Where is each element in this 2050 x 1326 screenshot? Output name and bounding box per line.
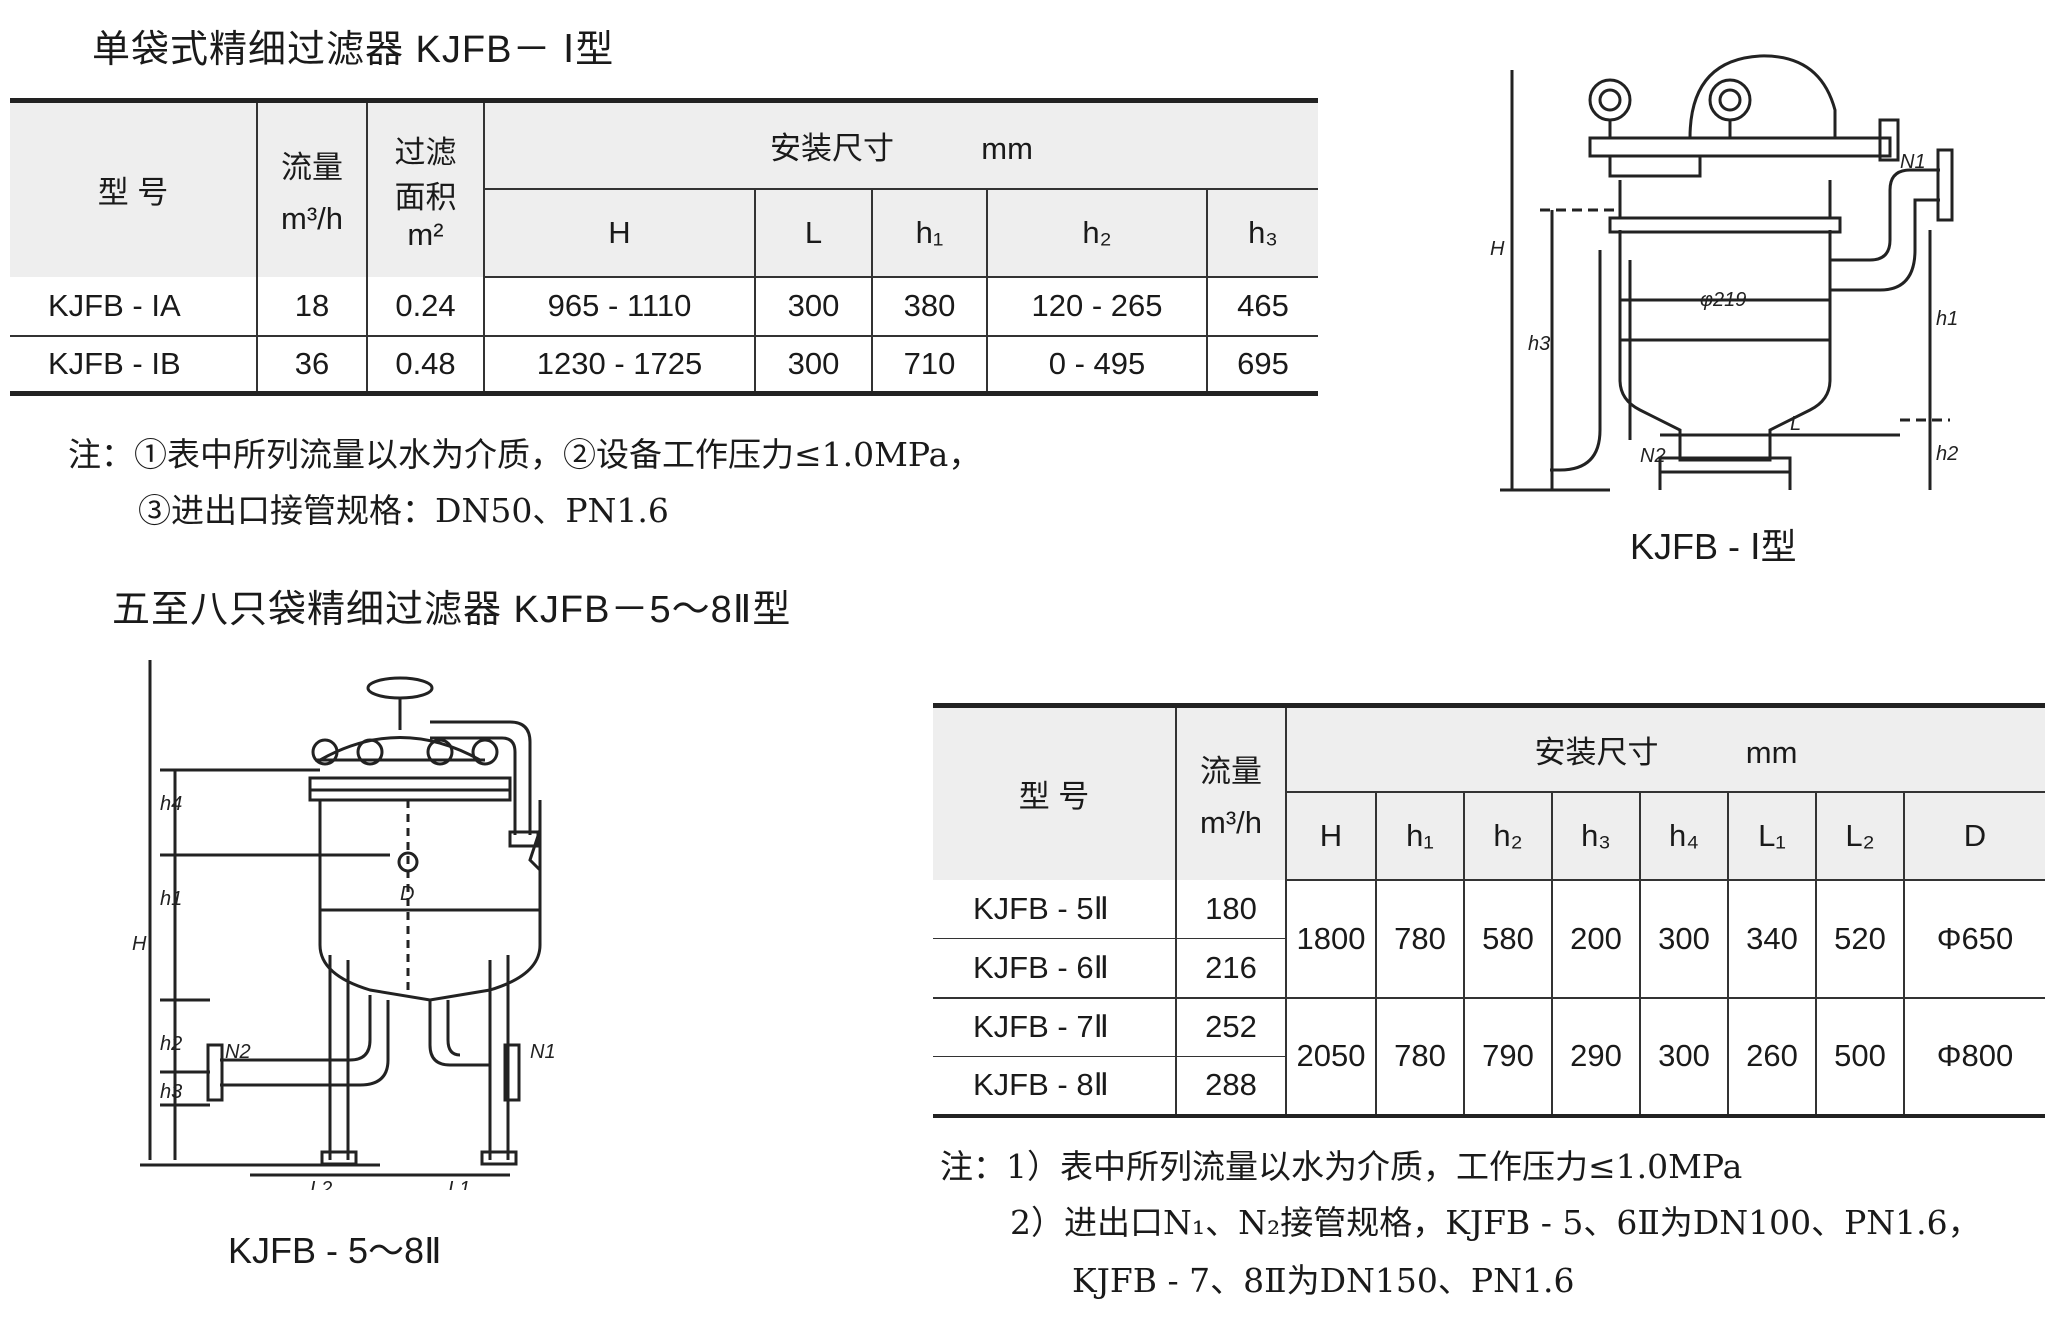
dim-header-h1: h₁ <box>1375 790 1464 881</box>
table-row: KJFB - IA 18 0.24 965 - 1110 300 380 120… <box>10 276 1318 337</box>
note-1-line-1: 注：①表中所列流量以水为介质，②设备工作压力≤1.0MPa， <box>68 435 982 474</box>
diagram2-label-h1: h1 <box>160 888 182 910</box>
table-row: KJFB - 7Ⅱ 252 2050 780 790 290 300 260 5… <box>933 997 2045 1116</box>
diagram2-label-h4: h4 <box>160 793 182 815</box>
diagram2-caption: KJFB - 5～8Ⅱ <box>228 1230 442 1271</box>
table-row: KJFB - 8Ⅱ 288 <box>933 1056 2045 1116</box>
diagram1-label-h1: h1 <box>1936 308 1958 330</box>
table-row: KJFB - 5Ⅱ 180 1800 780 580 200 300 340 5… <box>933 879 2045 999</box>
section2-title: 五至八只袋精细过滤器 KJFB－5～8Ⅱ型 <box>112 589 792 631</box>
table-row: KJFB - 6Ⅱ 216 <box>933 938 2045 999</box>
install-header: 安装尺寸 mm <box>1285 705 2045 792</box>
note-2-line-3: KJFB - 7、8Ⅱ为DN150、PN1.6 <box>1072 1261 1575 1300</box>
diagram1-caption: KJFB - Ⅰ型 <box>1630 526 1797 567</box>
dim-header-h2: h₂ <box>986 187 1207 278</box>
note-1-line-2: ③进出口接管规格：DN50、PN1.6 <box>138 491 669 530</box>
diagram2-label-L1: L1 <box>448 1178 470 1190</box>
table-multi-bag: 型 号 流量 m³/h 安装尺寸 mm H h₁ h₂ h₃ h₄ L₁ L₂ … <box>933 703 2045 1118</box>
diagram2-label-H: H <box>132 933 147 955</box>
model-header: 型 号 <box>10 100 257 277</box>
diagram1-label-N1: N1 <box>1900 151 1926 173</box>
table-single-bag: 型 号 流量 m³/h 过滤 面积 m² 安装尺寸 mm H L h₁ h₂ h… <box>10 98 1318 396</box>
flow-header: 流量 m³/h <box>1175 705 1286 880</box>
diagram2-label-N1: N1 <box>530 1041 556 1063</box>
dim-header-h2: h₂ <box>1463 790 1552 881</box>
diagram2-label-D: D <box>400 883 414 905</box>
note-2-line-2: 2）进出口N₁、N₂接管规格，KJFB - 5、6Ⅱ为DN100、PN1.6， <box>1010 1203 1981 1242</box>
diagram2-label-L2: L2 <box>310 1178 332 1190</box>
dim-header-L1: L₁ <box>1727 790 1816 881</box>
dim-header-H: H <box>483 187 755 278</box>
dim-header-h3: h₃ <box>1206 187 1318 278</box>
flow-header: 流量 m³/h <box>256 100 367 277</box>
dim-header-H: H <box>1285 790 1376 881</box>
dim-header-L: L <box>754 187 872 278</box>
diagram-kjfb-5-8: H h1 h4 h2 h3 N2 N1 L2 L1 D <box>132 660 556 1190</box>
dim-header-h3: h₃ <box>1551 790 1640 881</box>
area-header: 过滤 面积 m² <box>366 100 484 277</box>
diagram2-label-N2: N2 <box>225 1041 251 1063</box>
dim-header-h1: h₁ <box>871 187 987 278</box>
diagram1-label-H: H <box>1490 238 1505 260</box>
table-row: KJFB - IB 36 0.48 1230 - 1725 300 710 0 … <box>10 335 1318 394</box>
diagram1-label-phi: φ219 <box>1700 289 1746 311</box>
diagram1-label-N2: N2 <box>1640 445 1666 467</box>
dim-header-h4: h₄ <box>1639 790 1728 881</box>
note-2-line-1: 注：1）表中所列流量以水为介质，工作压力≤1.0MPa <box>940 1147 1743 1186</box>
diagram1-label-h2: h2 <box>1936 443 1958 465</box>
diagram1-label-L: L <box>1790 413 1801 435</box>
model-header: 型 号 <box>933 705 1176 880</box>
diagram-kjfb-1: H h3 h1 h2 N1 N2 L φ219 <box>1490 54 1958 492</box>
diagram1-label-h3: h3 <box>1528 333 1550 355</box>
install-header: 安装尺寸 mm <box>483 100 1318 189</box>
dim-header-L2: L₂ <box>1815 790 1904 881</box>
diagram2-label-h3: h3 <box>160 1081 182 1103</box>
diagram2-label-h2: h2 <box>160 1033 182 1055</box>
section1-title: 单袋式精细过滤器 KJFB－ Ⅰ型 <box>92 29 615 71</box>
dim-header-D: D <box>1903 790 2045 881</box>
